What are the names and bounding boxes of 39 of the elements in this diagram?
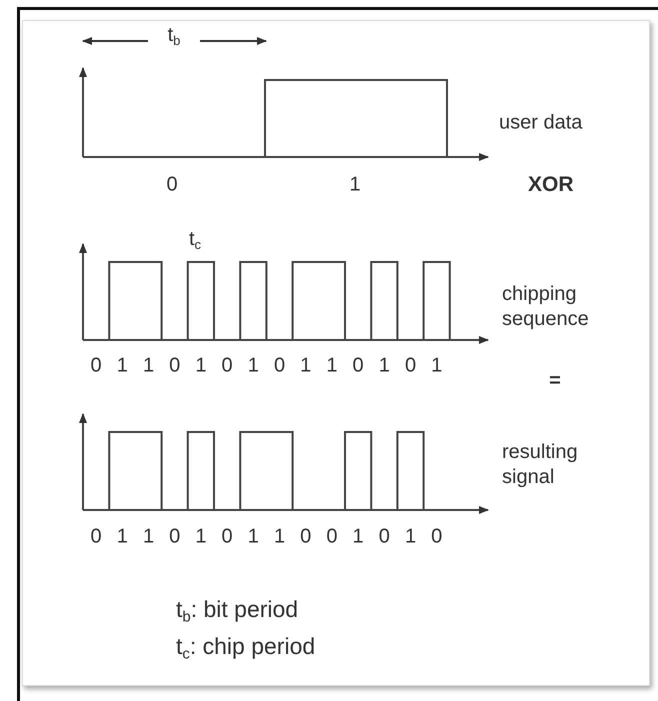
bit-digit: 0: [169, 524, 180, 550]
bit-digit: 1: [142, 524, 154, 550]
bit-digit: 0: [90, 524, 102, 550]
bit-digit: 0: [404, 354, 416, 378]
bit-digit: 0: [326, 524, 338, 550]
signal-label: user data: [499, 110, 582, 136]
bit-digit: 0: [274, 354, 286, 378]
bit-digit: 1: [248, 524, 259, 550]
bit-digit: 1: [404, 524, 416, 550]
bit-digit: 1: [300, 354, 312, 378]
bit-digit: 1: [274, 524, 286, 550]
bit-digit: 1: [195, 354, 206, 378]
bit-digit: 0: [352, 354, 364, 378]
period-label: t$_{b}$: [168, 22, 180, 50]
operator-label: =: [549, 368, 561, 394]
legend-note: t$_{b}$: bit period: [176, 594, 298, 628]
signal-label: resulting signal: [502, 440, 579, 490]
bit-digit: 0: [222, 524, 233, 550]
bit-digit: 1: [142, 354, 154, 378]
signal-label: chipping sequence: [502, 282, 590, 332]
bit-digit: 1: [352, 524, 364, 550]
bit-digit: 0: [169, 354, 180, 378]
bit-digit: 1: [195, 524, 206, 550]
operator-label: XOR: [528, 172, 574, 198]
bit-digit: 0: [90, 354, 102, 378]
bit-digit: 0: [378, 524, 390, 550]
bit-digit: 0: [222, 354, 233, 378]
bit-digit: 0: [300, 524, 312, 550]
bit-digit: 0: [166, 172, 178, 198]
bit-digit: 0: [431, 524, 442, 550]
period-label: t$_{c}$: [188, 226, 202, 254]
bit-digit: 1: [116, 354, 128, 378]
bit-digit: 1: [431, 354, 442, 378]
bit-digit: 1: [326, 354, 338, 378]
bit-digit: 1: [349, 172, 361, 198]
bit-digit: 1: [248, 354, 259, 378]
bit-digit: 1: [378, 354, 390, 378]
bit-digit: 1: [116, 524, 128, 550]
legend-note: t$_{c}$: chip period: [176, 632, 316, 664]
